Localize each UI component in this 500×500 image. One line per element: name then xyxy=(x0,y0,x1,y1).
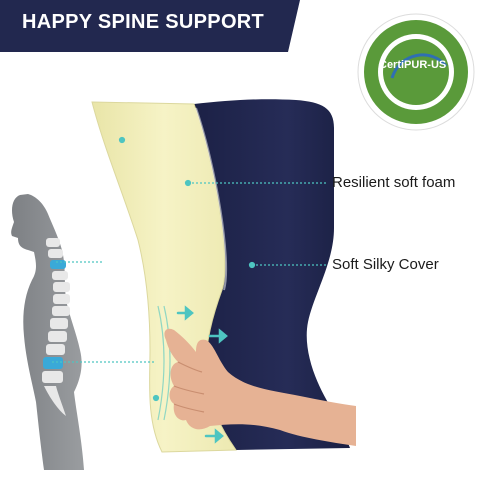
title-banner: HAPPY SPINE SUPPORT xyxy=(0,0,300,52)
callout-resilient-foam: Resilient soft foam xyxy=(332,174,456,191)
hand-pressing xyxy=(164,328,356,446)
pillow-cover xyxy=(194,99,350,450)
callout-silky-cover: Soft Silky Cover xyxy=(332,256,439,273)
certification-name: CertiPUR-US xyxy=(379,59,447,71)
banner-shape xyxy=(0,0,300,52)
callout-leaders xyxy=(52,136,326,402)
certipur-seal xyxy=(357,13,475,131)
human-spine-silhouette xyxy=(11,194,85,470)
banner-title: HAPPY SPINE SUPPORT xyxy=(22,11,265,33)
spine xyxy=(42,238,70,416)
